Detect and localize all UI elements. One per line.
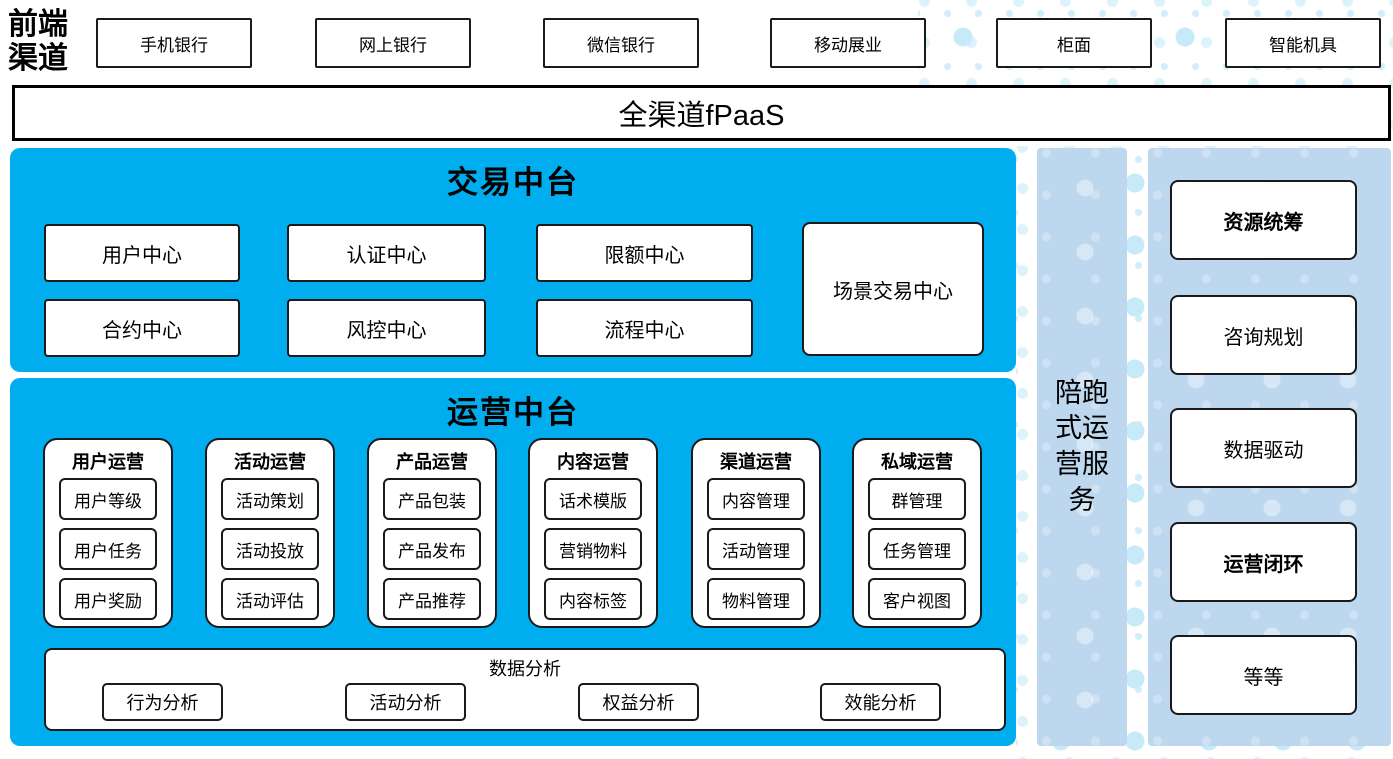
box-operation-closed-loop: 运营闭环 — [1170, 522, 1357, 602]
group-header: 内容运营 — [557, 452, 629, 472]
box-auth-center: 认证中心 — [287, 224, 486, 282]
box-activity-analysis: 活动分析 — [345, 683, 466, 721]
group-item: 话术模版 — [544, 478, 642, 520]
box-process-center: 流程中心 — [536, 299, 753, 357]
group-item: 任务管理 — [868, 528, 966, 570]
channel-box-online-banking: 网上银行 — [315, 18, 471, 68]
group-item: 内容标签 — [544, 578, 642, 620]
operation-platform-panel: 运营中台 用户运营 用户等级 用户任务 用户奖励 活动运营 活动策划 活动投放 … — [10, 378, 1016, 746]
group-item: 群管理 — [868, 478, 966, 520]
group-header: 私域运营 — [881, 452, 953, 472]
service-items-panel: 资源统筹 咨询规划 数据驱动 运营闭环 等等 — [1148, 148, 1391, 746]
box-limit-center: 限额中心 — [536, 224, 753, 282]
group-item: 产品推荐 — [383, 578, 481, 620]
data-analysis-box: 数据分析 行为分析 活动分析 权益分析 效能分析 — [44, 648, 1006, 731]
group-header: 用户运营 — [72, 452, 144, 472]
group-item: 产品包装 — [383, 478, 481, 520]
box-user-center: 用户中心 — [44, 224, 240, 282]
group-item: 营销物料 — [544, 528, 642, 570]
group-item: 用户奖励 — [59, 578, 157, 620]
group-activity-operation: 活动运营 活动策划 活动投放 活动评估 — [205, 438, 335, 628]
box-resource-coordination: 资源统筹 — [1170, 180, 1357, 260]
channel-box-smart-devices: 智能机具 — [1225, 18, 1381, 68]
front-channels-label: 前端渠道 — [8, 8, 68, 75]
channel-box-counter: 柜面 — [996, 18, 1152, 68]
accompanying-operation-service-bar: 陪跑式运营服务 — [1037, 148, 1127, 746]
box-behavior-analysis: 行为分析 — [102, 683, 223, 721]
box-risk-center: 风控中心 — [287, 299, 486, 357]
group-content-operation: 内容运营 话术模版 营销物料 内容标签 — [528, 438, 658, 628]
channel-box-mobile-banking: 手机银行 — [96, 18, 252, 68]
accompanying-operation-service-label: 陪跑式运营服务 — [1055, 377, 1109, 515]
box-contract-center: 合约中心 — [44, 299, 240, 357]
group-product-operation: 产品运营 产品包装 产品发布 产品推荐 — [367, 438, 497, 628]
box-data-driven: 数据驱动 — [1170, 408, 1357, 488]
group-header: 渠道运营 — [720, 452, 792, 472]
group-private-domain-operation: 私域运营 群管理 任务管理 客户视图 — [852, 438, 982, 628]
group-header: 活动运营 — [234, 452, 306, 472]
fpaas-bar: 全渠道fPaaS — [12, 85, 1391, 141]
transaction-platform-title: 交易中台 — [447, 165, 579, 200]
operation-platform-title: 运营中台 — [447, 395, 579, 430]
group-item: 客户视图 — [868, 578, 966, 620]
group-item: 用户等级 — [59, 478, 157, 520]
transaction-platform-panel: 交易中台 用户中心 认证中心 限额中心 合约中心 风控中心 流程中心 场景交易中… — [10, 148, 1016, 372]
box-consulting-planning: 咨询规划 — [1170, 295, 1357, 375]
group-user-operation: 用户运营 用户等级 用户任务 用户奖励 — [43, 438, 173, 628]
group-item: 用户任务 — [59, 528, 157, 570]
channel-box-wechat-banking: 微信银行 — [543, 18, 699, 68]
group-header: 产品运营 — [396, 452, 468, 472]
data-analysis-header: 数据分析 — [489, 659, 561, 679]
channel-box-mobile-sales: 移动展业 — [770, 18, 926, 68]
box-efficiency-analysis: 效能分析 — [820, 683, 941, 721]
group-item: 产品发布 — [383, 528, 481, 570]
group-item: 活动投放 — [221, 528, 319, 570]
group-item: 活动策划 — [221, 478, 319, 520]
group-item: 活动评估 — [221, 578, 319, 620]
group-item: 内容管理 — [707, 478, 805, 520]
box-etc: 等等 — [1170, 635, 1357, 715]
box-scenario-transaction-center: 场景交易中心 — [802, 222, 984, 356]
group-channel-operation: 渠道运营 内容管理 活动管理 物料管理 — [691, 438, 821, 628]
box-benefit-analysis: 权益分析 — [578, 683, 699, 721]
group-item: 活动管理 — [707, 528, 805, 570]
group-item: 物料管理 — [707, 578, 805, 620]
